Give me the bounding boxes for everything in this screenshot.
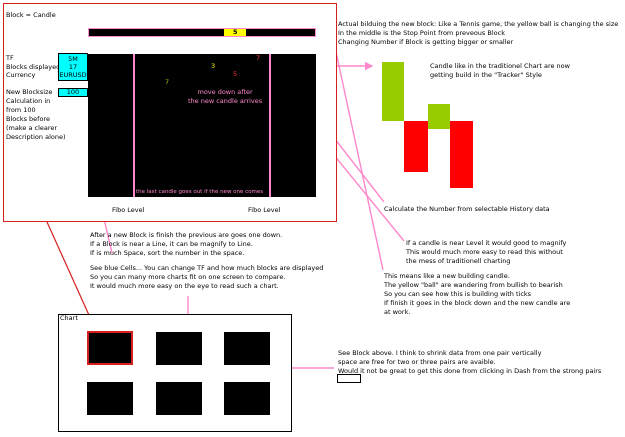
chart-panel-label: Chart (60, 314, 78, 322)
fibo-line-right (269, 54, 271, 197)
fibo-level-left-label: Fibo Level (112, 206, 145, 214)
line-new-building (332, 37, 384, 271)
blocks-value: 17 (68, 63, 78, 71)
empty-input-box[interactable] (337, 374, 361, 383)
candle-red-2 (450, 121, 473, 188)
currency-value: EURUSD (59, 71, 87, 79)
fibo-line-left (133, 54, 135, 197)
number-3: 3 (211, 62, 216, 70)
new-building-note: This means like a new building candle. T… (384, 272, 571, 316)
last-candle-text: the last candle goes out if the new one … (136, 189, 264, 195)
candle-green-1 (382, 62, 404, 121)
chart-thumb-5[interactable] (156, 382, 202, 415)
tennis-progress-bar (88, 28, 316, 37)
number-7-green: 7 (165, 78, 170, 86)
new-blocksize-label: New Blocksize Calculation in from 100 Bl… (6, 88, 66, 141)
blue-cells-note: See blue Cells... You can change TF and … (90, 264, 324, 290)
tf-value: 5M (68, 55, 78, 63)
block-finish-note: After a new Block is finish the previous… (90, 231, 283, 257)
chart-thumb-6[interactable] (224, 382, 270, 415)
chart-area (88, 54, 316, 197)
candle-like-note: Candle like in the traditionel Chart are… (430, 62, 570, 79)
bottom-note: See Block above. I think to shrink data … (338, 349, 602, 375)
tf-label: TF (6, 54, 14, 62)
blocksize-cell[interactable]: 100 (58, 88, 88, 97)
progress-value: 5 (233, 28, 238, 36)
number-5-red: 5 (233, 70, 238, 78)
currency-label: Currency (6, 71, 36, 79)
candle-green-2 (428, 104, 450, 129)
move-down-text: move down after the new candle arrives (188, 88, 263, 105)
chart-thumb-4[interactable] (87, 382, 133, 415)
near-level-note: If a candle is near Level it would good … (406, 239, 567, 265)
chart-thumb-2[interactable] (156, 332, 202, 365)
blocksize-value: 100 (66, 88, 80, 96)
building-note: Actual bilduing the new block: Like a Te… (338, 20, 619, 46)
yellow-ball (224, 29, 246, 36)
block-candle-label: Block = Candle (6, 11, 56, 19)
fibo-level-right-label: Fibo Level (248, 206, 281, 214)
number-7-red: 7 (256, 54, 261, 62)
calculate-note: Calculate the Number from selectable His… (384, 205, 550, 213)
chart-thumb-3[interactable] (224, 332, 270, 365)
blocks-displayed-label: Blocks displayed (6, 63, 61, 71)
candle-red-1 (404, 121, 428, 172)
chart-thumb-1-selected[interactable] (87, 331, 133, 365)
tf-blocks-currency-cell[interactable]: 5M 17 EURUSD (58, 53, 88, 81)
